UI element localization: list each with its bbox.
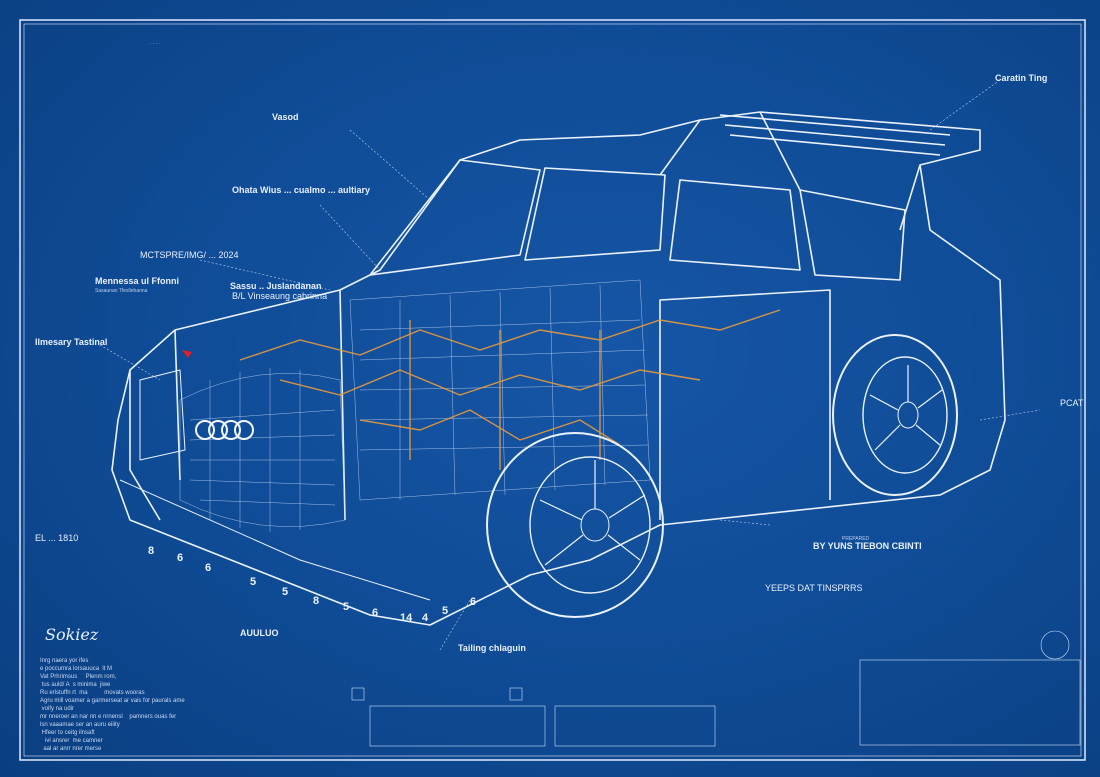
signature: Sokiez — [45, 625, 99, 644]
credit-top: PREPARED — [842, 536, 870, 542]
dimension-number: 6 — [177, 552, 184, 564]
side-label: EL ... 1810 — [35, 533, 79, 543]
callout-label: AUULUO — [240, 628, 279, 638]
top-left-note: . . . . — [150, 40, 160, 46]
callout-label: Sassu .. Juslandanan — [230, 281, 322, 291]
dimension-number: 4 — [422, 612, 429, 624]
dimension-number: 5 — [343, 601, 350, 613]
stamp-text: YEEPS DAT TINSPRRS — [765, 583, 863, 593]
front-wheel — [486, 432, 664, 618]
leader-lines — [99, 79, 1041, 651]
callout-label: MCTSPRE/IMG/ ... 2024 — [140, 250, 239, 260]
engine-mesh — [179, 279, 651, 532]
inner-frame — [23, 23, 1082, 757]
callout-sublabel: B/L Vinseaung cabrinna — [232, 291, 328, 301]
grille-rings-logo — [195, 420, 254, 440]
side-label: PCAT — [1060, 398, 1084, 408]
dimension-number: 14 — [400, 612, 413, 624]
red-emblem — [182, 350, 192, 358]
callout-label: Ilmesary Tastinal — [35, 337, 108, 347]
callout-label: Ohata Wius ... cualmo ... aultiary — [232, 185, 370, 195]
dimension-number: 5 — [250, 576, 257, 588]
notes-block: Inrg naera yor ifes e poccumra lorsauuca… — [40, 658, 185, 752]
rear-wheel — [832, 334, 958, 496]
dimension-number: 5 — [442, 605, 449, 617]
callout-label: Caratin Ting — [995, 73, 1048, 83]
dimension-number: 5 — [282, 586, 289, 598]
dimension-number: 8 — [313, 595, 320, 607]
callout-sublabel: Sasaunan Tfesllebanna — [95, 288, 148, 294]
callout-label: Tailing chlaguin — [458, 643, 526, 653]
outer-frame — [19, 19, 1086, 761]
wiring-harness — [239, 309, 781, 470]
car-body — [111, 111, 1006, 626]
dimension-number: 6 — [470, 596, 477, 608]
dimension-number: 6 — [205, 562, 212, 574]
dimension-number: 6 — [372, 607, 379, 619]
callout-label: Mennessa ul Ffonni — [95, 276, 180, 286]
dimension-number: 8 — [148, 545, 155, 557]
title-block — [351, 630, 1081, 747]
credit: BY YUNS TIEBON CBINTI — [813, 541, 922, 551]
callout-top-note: Vasod — [272, 112, 299, 122]
